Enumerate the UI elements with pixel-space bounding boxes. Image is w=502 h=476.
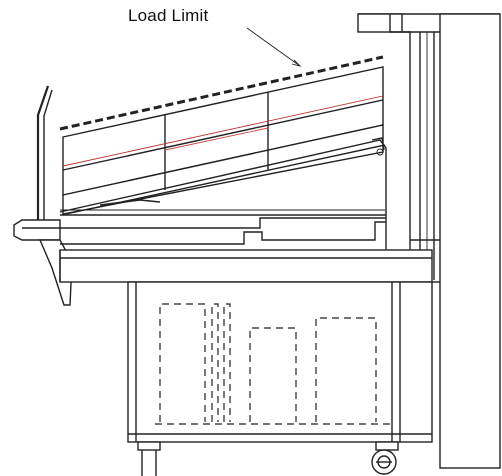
front-caster bbox=[137, 441, 161, 476]
front-glass bbox=[36, 85, 53, 223]
load-limit-label: Load Limit bbox=[128, 6, 209, 25]
load-limit-line bbox=[59, 55, 384, 131]
case-body bbox=[59, 210, 440, 283]
rear-caster bbox=[371, 441, 399, 475]
product-stack bbox=[62, 66, 384, 215]
base-cabinet bbox=[127, 281, 440, 443]
rear-canopy bbox=[357, 13, 501, 469]
display-deck bbox=[59, 137, 387, 215]
load-limit-leader bbox=[246, 27, 302, 67]
internal-components-hidden bbox=[155, 303, 392, 425]
